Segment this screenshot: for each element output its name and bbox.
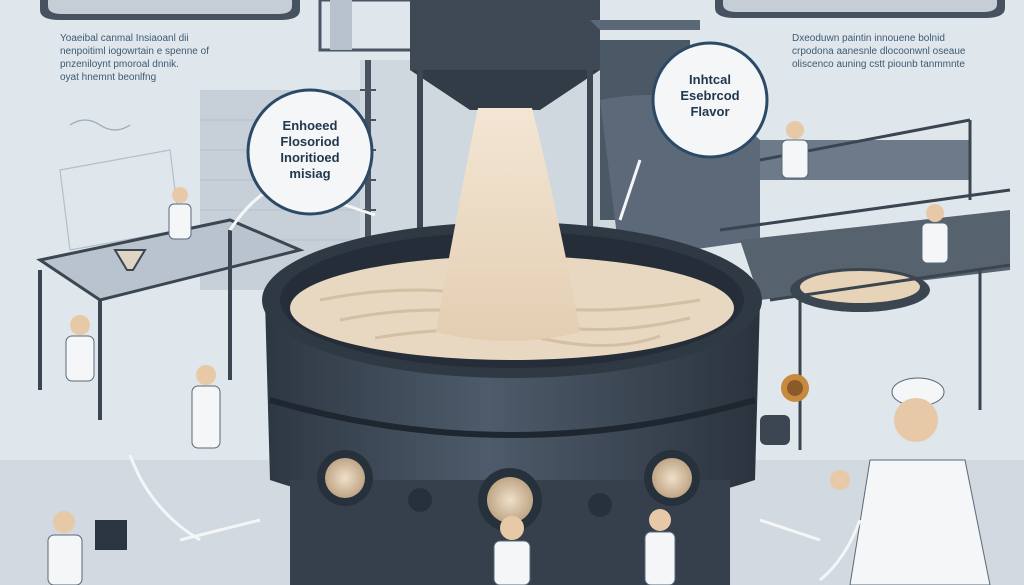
bubble-right-line-2: Esebrcod <box>680 88 740 103</box>
flow-arrows <box>128 454 862 582</box>
bubble-left-line-2: Flosoriod <box>280 134 340 149</box>
worker-computer <box>47 511 127 585</box>
workers <box>47 121 991 585</box>
bubble-right-text: Inhtcal Esebrcod Flavor <box>662 72 758 120</box>
chef-thumbs-up <box>830 377 991 585</box>
caption-left: Yoaeibal canmal Insiaoanl dii nenpoitiml… <box>60 32 290 84</box>
caption-right-line-1: Dxeoduwn paintin innouene bolnid <box>792 33 945 44</box>
bubble-left-line-4: misiag <box>289 166 331 181</box>
worker-stairs <box>191 365 221 449</box>
callout-bubble-left <box>246 88 376 217</box>
bubble-left-line-1: Enhoeed <box>282 118 338 133</box>
bubble-left-text: Enhoeed Flosoriod Inoritioed misiag <box>258 118 362 182</box>
portholes <box>317 450 700 532</box>
worker-bottom-center <box>493 516 531 585</box>
caption-right: Dxeoduwn paintin innouene bolnid crpodon… <box>792 32 1022 71</box>
bubble-right-line-3: Flavor <box>690 104 730 119</box>
worker-bottom-right <box>644 509 676 585</box>
worker-left-conveyor <box>65 315 95 382</box>
worker-platform-left <box>168 187 192 240</box>
left-conveyor <box>36 188 305 420</box>
bubble-left-line-3: Inoritioed <box>280 150 340 165</box>
worker-top-right <box>781 121 809 179</box>
callout-bubble-right <box>618 41 769 221</box>
caption-right-line-2: crpodona aanesnle dlocoonwnl oseaue <box>792 46 966 57</box>
caption-left-line-3: pnzeniloynt pmoroal dnnik. <box>60 59 179 70</box>
worker-right-platform <box>921 204 949 264</box>
caption-left-line-1: Yoaeibal canmal Insiaoanl dii <box>60 33 189 44</box>
caption-left-line-2: nenpoitiml iogowrtain e spenne of <box>60 46 209 57</box>
top-panels <box>40 0 1005 20</box>
caption-left-line-4: oyat hnemnt beonlfng <box>60 72 157 83</box>
powder-stream <box>436 108 580 341</box>
caption-right-line-3: oliscenco auning cstt piounb tanmmnte <box>792 59 965 70</box>
hopper <box>318 0 700 260</box>
bubble-right-line-1: Inhtcal <box>689 72 731 87</box>
